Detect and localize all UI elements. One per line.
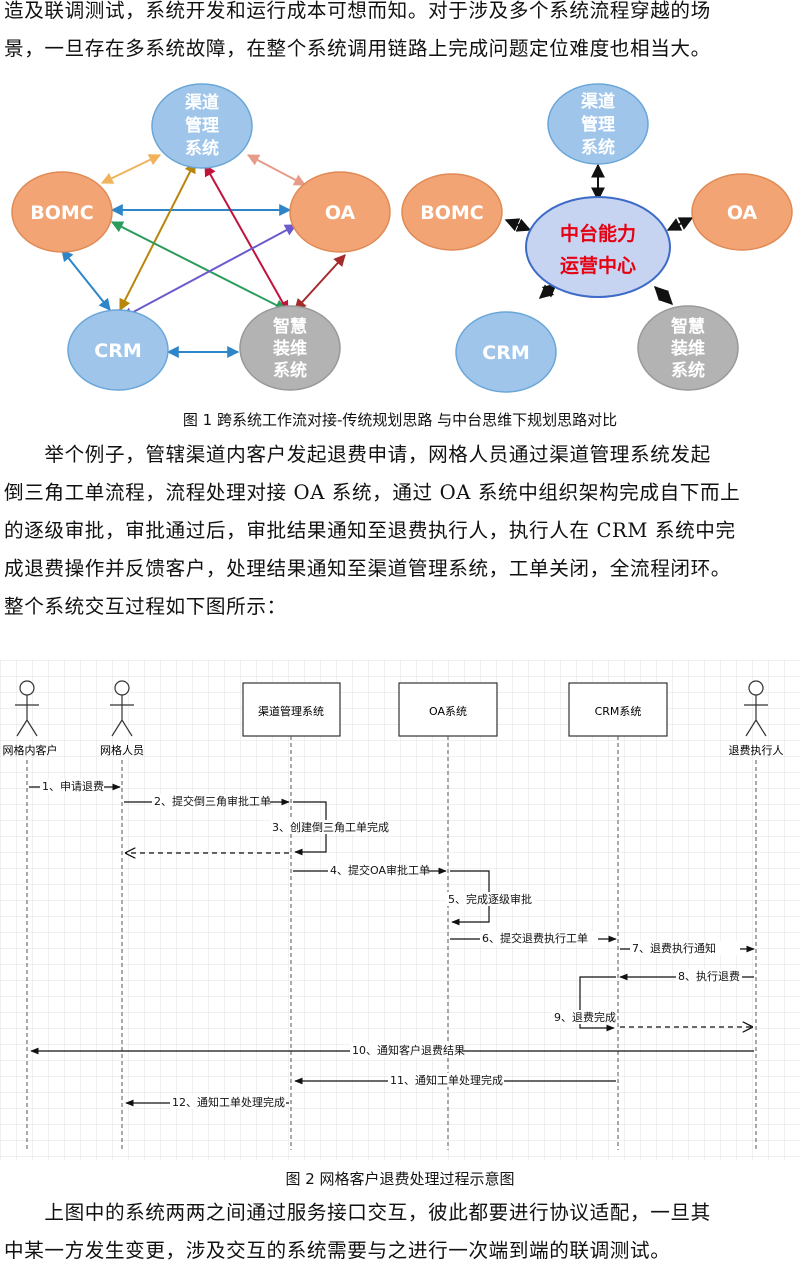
node-label: BOMC (420, 202, 484, 224)
label-bg (552, 1010, 616, 1024)
label-bg (170, 1095, 286, 1109)
paragraph-line: 举个例子，管辖渠道内客户发起退费申请，网格人员通过渠道管理系统发起 (4, 443, 711, 466)
oa-node-right: OA (691, 173, 793, 251)
message-label: 3、创建倒三角工单完成 (272, 820, 389, 834)
paragraph-line: 成退费操作并反馈客户，处理结果通知至渠道管理系统，工单关闭，全流程闭环。 (4, 557, 731, 580)
label-bg (40, 779, 104, 793)
bomc-node-right: BOMC (401, 173, 503, 251)
node-label: 管理 (185, 115, 219, 136)
figure-1: 渠道 管理 系统 BOMC OA CRM 智慧 装维 系统 渠道 管理 系统 中… (11, 83, 793, 393)
label-bg (388, 1073, 504, 1087)
paragraph-line: 整个系统交互过程如下图所示： (4, 595, 287, 618)
system-channel-mgmt: 渠道管理系统 (242, 682, 341, 737)
message-label: 1、申请退费 (42, 780, 104, 793)
message-label: 12、通知工单处理完成 (172, 1095, 285, 1109)
actor-refund-executor: 退费执行人 (729, 680, 784, 757)
message-label: 10、通知客户退费结果 (352, 1043, 465, 1057)
system-label: 渠道管理系统 (258, 704, 324, 718)
label-bg (350, 1043, 462, 1057)
oa-node-left: OA (289, 171, 391, 253)
message-label: 4、提交OA审批工单 (330, 863, 430, 877)
message-arrow (579, 976, 616, 1032)
message-label: 5、完成逐级审批 (448, 892, 532, 906)
channel-mgmt-node-left: 渠道 管理 系统 (151, 83, 253, 169)
figure-2-sequence-diagram: 网格内客户 网格人员 退费执行人 渠道管理系统 OA系统 CRM系统 1、申请退… (0, 660, 800, 1160)
node-label: 智慧 (273, 316, 307, 337)
system-label: CRM系统 (595, 705, 642, 718)
node-label: OA (325, 202, 356, 224)
paragraph-line: 中某一方发生变更，涉及交互的系统需要与之进行一次端到端的联调测试。 (4, 1239, 671, 1262)
label-bg (328, 863, 428, 877)
node-label: 系统 (671, 360, 705, 381)
label-bg (270, 820, 388, 834)
system-crm: CRM系统 (568, 682, 668, 737)
paragraph-line: 上图中的系统两两之间通过服务接口交互，彼此都要进行协议适配，一旦其 (4, 1201, 711, 1224)
figure-1-caption: 图 1 跨系统工作流对接-传统规划思路 与中台思维下规划思路对比 (182, 411, 618, 429)
traditional-connections (61, 154, 346, 358)
platform-center-node: 中台能力 运营中心 (525, 196, 671, 298)
node-label: BOMC (30, 202, 94, 224)
label-bg (152, 794, 270, 808)
actor-label: 网格内客户 (3, 743, 58, 757)
label-bg (446, 892, 536, 906)
node-label: 管理 (581, 114, 615, 135)
center-label: 运营中心 (560, 254, 636, 277)
node-label: CRM (482, 342, 529, 364)
node-label: 智慧 (671, 316, 705, 337)
node-label: OA (727, 202, 758, 224)
center-label: 中台能力 (560, 222, 636, 245)
actor-grid-staff: 网格人员 (100, 680, 144, 757)
node-label: 装维 (272, 338, 307, 359)
paragraph-line: 造及联调测试，系统开发和运行成本可想而知。对于涉及多个系统流程穿越的场 (4, 0, 711, 22)
crm-node-right: CRM (455, 311, 557, 393)
paragraph-line: 的逐级审批，审批通过后，审批结果通知至退费执行人，执行人在 CRM 系统中完 (4, 519, 736, 542)
channel-mgmt-node-right: 渠道 管理 系统 (547, 83, 649, 165)
paragraph-line: 景，一旦存在多系统故障，在整个系统调用链路上完成问题定位难度也相当大。 (4, 37, 711, 60)
system-oa: OA系统 (398, 682, 498, 737)
message-label: 11、通知工单处理完成 (390, 1073, 503, 1087)
node-label: CRM (94, 340, 141, 362)
node-label: 系统 (581, 137, 615, 158)
message-label: 8、执行退费 (678, 969, 740, 983)
message-label: 7、退费执行通知 (632, 941, 716, 955)
figure-2-caption: 图 2 网格客户退费处理过程示意图 (285, 1170, 515, 1188)
node-label: 装维 (670, 338, 705, 359)
smart-install-node-left: 智慧 装维 系统 (239, 305, 341, 391)
bomc-node-left: BOMC (11, 171, 113, 253)
actor-label: 退费执行人 (729, 743, 784, 757)
message-label: 6、提交退费执行工单 (482, 931, 588, 945)
node-label: 渠道 (580, 91, 615, 112)
label-bg (630, 941, 740, 955)
paragraph-line: 倒三角工单流程，流程处理对接 OA 系统，通过 OA 系统中组织架构完成自下而上 (4, 481, 741, 504)
actor-label: 网格人员 (100, 743, 144, 757)
message-label: 9、退费完成 (554, 1010, 616, 1024)
smart-install-node-right: 智慧 装维 系统 (637, 305, 739, 391)
actor-grid-customer: 网格内客户 (3, 680, 58, 757)
message-label: 2、提交倒三角审批工单 (154, 794, 271, 808)
node-label: 系统 (273, 360, 307, 381)
system-label: OA系统 (429, 705, 467, 718)
node-label: 系统 (185, 138, 219, 159)
node-label: 渠道 (184, 92, 219, 113)
label-bg (480, 931, 598, 945)
crm-node-left: CRM (67, 309, 169, 391)
label-bg (676, 969, 742, 983)
